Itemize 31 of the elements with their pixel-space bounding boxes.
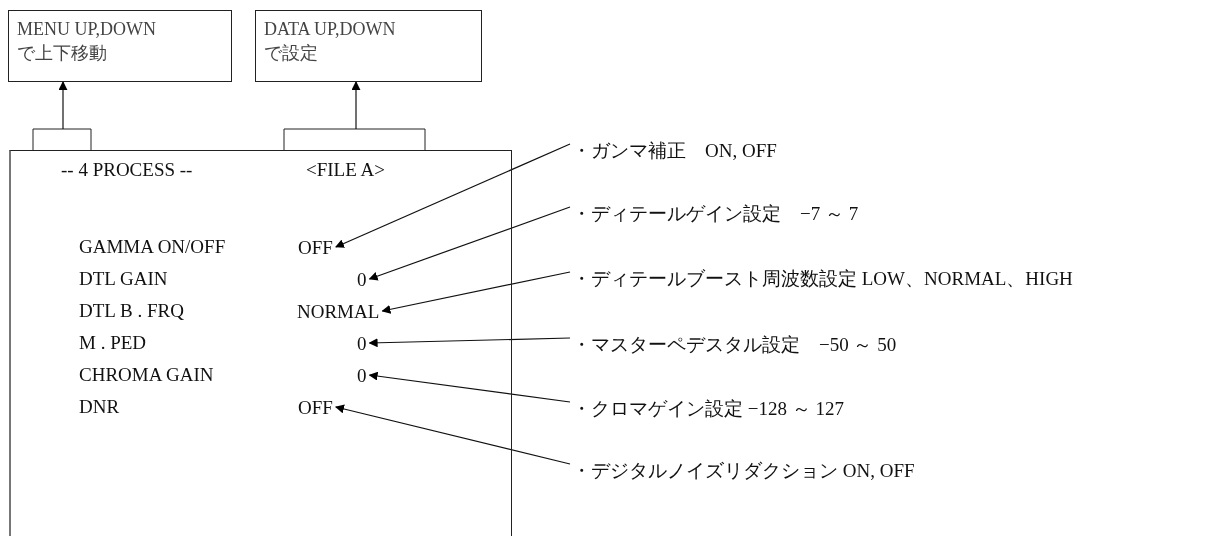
menu-screen [9, 150, 512, 536]
leader-line [335, 143, 571, 248]
setting-value: 0 [357, 269, 367, 291]
setting-value: OFF [298, 237, 333, 259]
menu-heading: <FILE A> [306, 159, 385, 181]
setting-description: ・マスターペデスタル設定 −50 ～ 50 [572, 334, 897, 356]
setting-description: ・ガンマ補正 ON, OFF [572, 140, 777, 162]
menu-item-label: DTL B . FRQ [79, 300, 184, 322]
leader-line [368, 206, 571, 281]
setting-value: 0 [357, 365, 367, 387]
leader-line [368, 371, 571, 403]
note-box: DATA UP,DOWN で設定 [255, 10, 482, 82]
menu-item-label: DTL GAIN [79, 268, 168, 290]
menu-item-label: GAMMA ON/OFF [79, 236, 226, 258]
arrow [351, 81, 361, 130]
note-box: MENU UP,DOWN で上下移動 [8, 10, 232, 82]
leader-line [381, 271, 571, 314]
menu-item-label: M . PED [79, 332, 147, 354]
setting-description: ・ディテールブースト周波数設定 LOW、NORMAL、HIGH [572, 268, 1073, 290]
setting-description: ・クロマゲイン設定 −128 ～ 127 [572, 398, 844, 420]
arrow [58, 81, 68, 130]
setting-value: 0 [357, 333, 367, 355]
menu-heading: -- 4 PROCESS -- [61, 159, 193, 181]
setting-value: NORMAL [297, 301, 380, 323]
menu-item-label: CHROMA GAIN [79, 364, 214, 386]
menu-item-label: DNR [79, 396, 120, 418]
leader-line [368, 337, 571, 348]
setting-description: ・デジタルノイズリダクション ON, OFF [572, 460, 915, 482]
leader-line [335, 404, 571, 465]
setting-description: ・ディテールゲイン設定 −7 ～ 7 [572, 203, 859, 225]
setting-value: OFF [298, 397, 333, 419]
